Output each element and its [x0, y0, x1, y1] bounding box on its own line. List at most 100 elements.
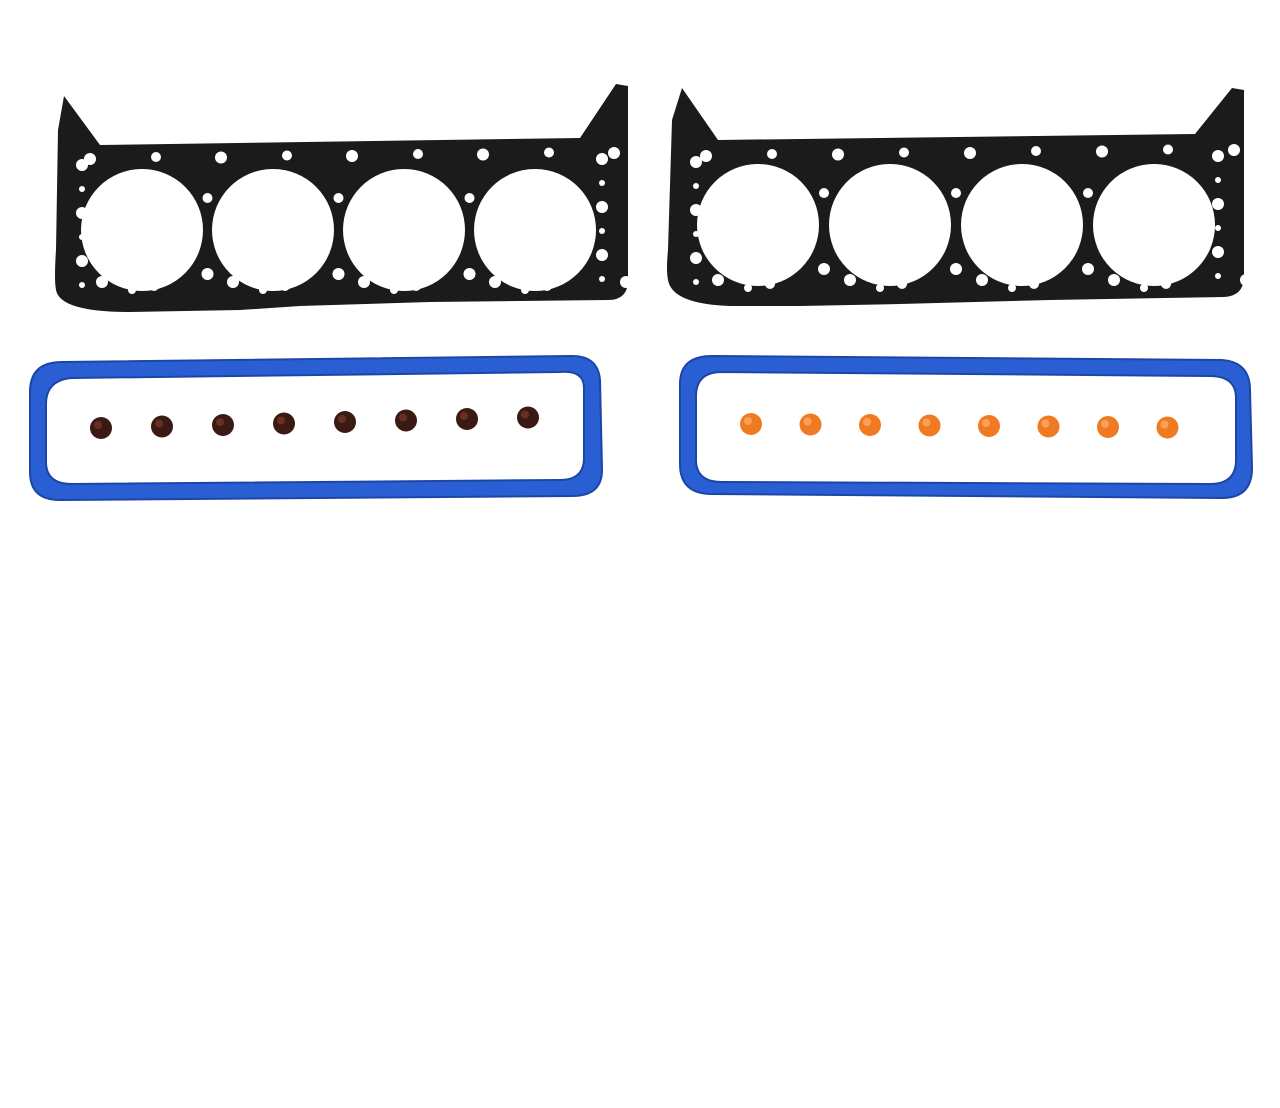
bolt-hole [1008, 284, 1016, 292]
bolt-hole [79, 282, 85, 288]
bolt-hole [819, 188, 829, 198]
bolt-hole [690, 156, 702, 168]
cylinder-bore [81, 169, 203, 291]
seal-body [456, 408, 478, 430]
bolt-hole [767, 149, 777, 159]
bolt-hole [599, 276, 605, 282]
bolt-hole [897, 279, 907, 289]
valve-stem-seal [1156, 416, 1179, 439]
seal-highlight [744, 417, 752, 425]
bolt-hole [844, 274, 856, 286]
bolt-hole [1096, 145, 1108, 158]
seal-highlight [1160, 420, 1169, 429]
valve-cover-gasket-left-ring [29, 354, 604, 502]
valve-stem-seal [456, 408, 478, 430]
valve-stem-seal [90, 417, 112, 439]
seal-body [1037, 415, 1060, 438]
valve-stem-seal [1037, 415, 1060, 438]
bolt-hole [1083, 188, 1093, 198]
valve-cover-gasket-right-ring [679, 354, 1254, 500]
valve-stem-seal [1097, 416, 1119, 438]
bolt-hole [1228, 144, 1240, 156]
bolt-hole [1240, 274, 1252, 286]
seal-highlight [803, 417, 812, 426]
bolt-hole [1029, 279, 1039, 289]
bolt-hole [1212, 150, 1224, 162]
bolt-hole [950, 263, 962, 275]
valve-stem-seal [395, 409, 417, 432]
bolt-hole [832, 148, 844, 161]
bolt-hole [358, 276, 370, 288]
seal-highlight [277, 416, 285, 425]
valve-stem-seal [517, 406, 539, 429]
valve-stem-seal [978, 415, 1000, 437]
bolt-hole [1108, 274, 1120, 286]
bolt-hole [712, 274, 724, 286]
bolt-hole [202, 193, 213, 203]
cylinder-bore [212, 169, 334, 291]
seal-body [859, 414, 881, 436]
bolt-hole [413, 149, 423, 159]
bolt-hole [1212, 198, 1224, 210]
head-gasket-right [667, 88, 1280, 306]
bolt-hole [201, 268, 214, 280]
seal-body [334, 411, 356, 433]
bolt-hole [76, 207, 88, 219]
seal-highlight [521, 410, 529, 419]
bolt-hole [282, 150, 292, 161]
bolt-hole [1140, 284, 1148, 292]
head-gasket-left-bores [81, 169, 596, 291]
bolt-hole [690, 252, 702, 264]
bolt-hole [411, 281, 421, 291]
seal-body [799, 413, 822, 436]
valve-stem-seal [151, 415, 173, 438]
bolt-hole [596, 201, 608, 213]
seal-highlight [922, 418, 931, 427]
seal-highlight [863, 418, 871, 426]
cylinder-bore [961, 164, 1083, 286]
bolt-hole [79, 234, 85, 240]
seal-highlight [1041, 419, 1050, 428]
cylinder-bore [343, 169, 465, 291]
bolt-hole [596, 249, 608, 261]
bolt-hole [1161, 279, 1171, 289]
bolt-hole [227, 276, 239, 288]
seal-body [978, 415, 1000, 437]
bolt-hole [542, 281, 552, 291]
bolt-hole [346, 150, 358, 162]
bolt-hole [280, 281, 290, 291]
bolt-hole [620, 276, 632, 288]
bolt-hole [521, 286, 529, 294]
valve-stem-seal [334, 411, 356, 433]
cylinder-bore [697, 164, 819, 286]
bolt-hole [76, 159, 88, 171]
seal-highlight [338, 415, 346, 423]
seal-highlight [94, 421, 102, 429]
seal-body [212, 414, 234, 436]
valve-stem-seal [859, 414, 881, 436]
bolt-hole [765, 279, 775, 289]
seal-highlight [982, 419, 990, 427]
seal-body [740, 413, 762, 435]
bolt-hole [1215, 177, 1221, 183]
bolt-hole [215, 151, 227, 164]
seal-highlight [399, 413, 407, 422]
bolt-hole [599, 228, 605, 234]
valve-stem-seal [740, 413, 762, 435]
bolt-hole [1215, 273, 1221, 279]
seal-body [517, 406, 539, 429]
bolt-hole [599, 180, 605, 186]
bolt-hole [693, 231, 699, 237]
bolt-hole [1212, 246, 1224, 258]
bolt-hole [390, 286, 398, 294]
bolt-hole [693, 183, 699, 189]
bolt-hole [128, 286, 136, 294]
seal-body [273, 412, 295, 435]
bolt-hole [464, 193, 475, 203]
bolt-hole [1031, 146, 1041, 156]
bolt-hole [332, 268, 345, 280]
bolt-hole [690, 204, 702, 216]
seal-highlight [216, 418, 224, 426]
seal-highlight [155, 419, 163, 428]
seal-body [1097, 416, 1119, 438]
